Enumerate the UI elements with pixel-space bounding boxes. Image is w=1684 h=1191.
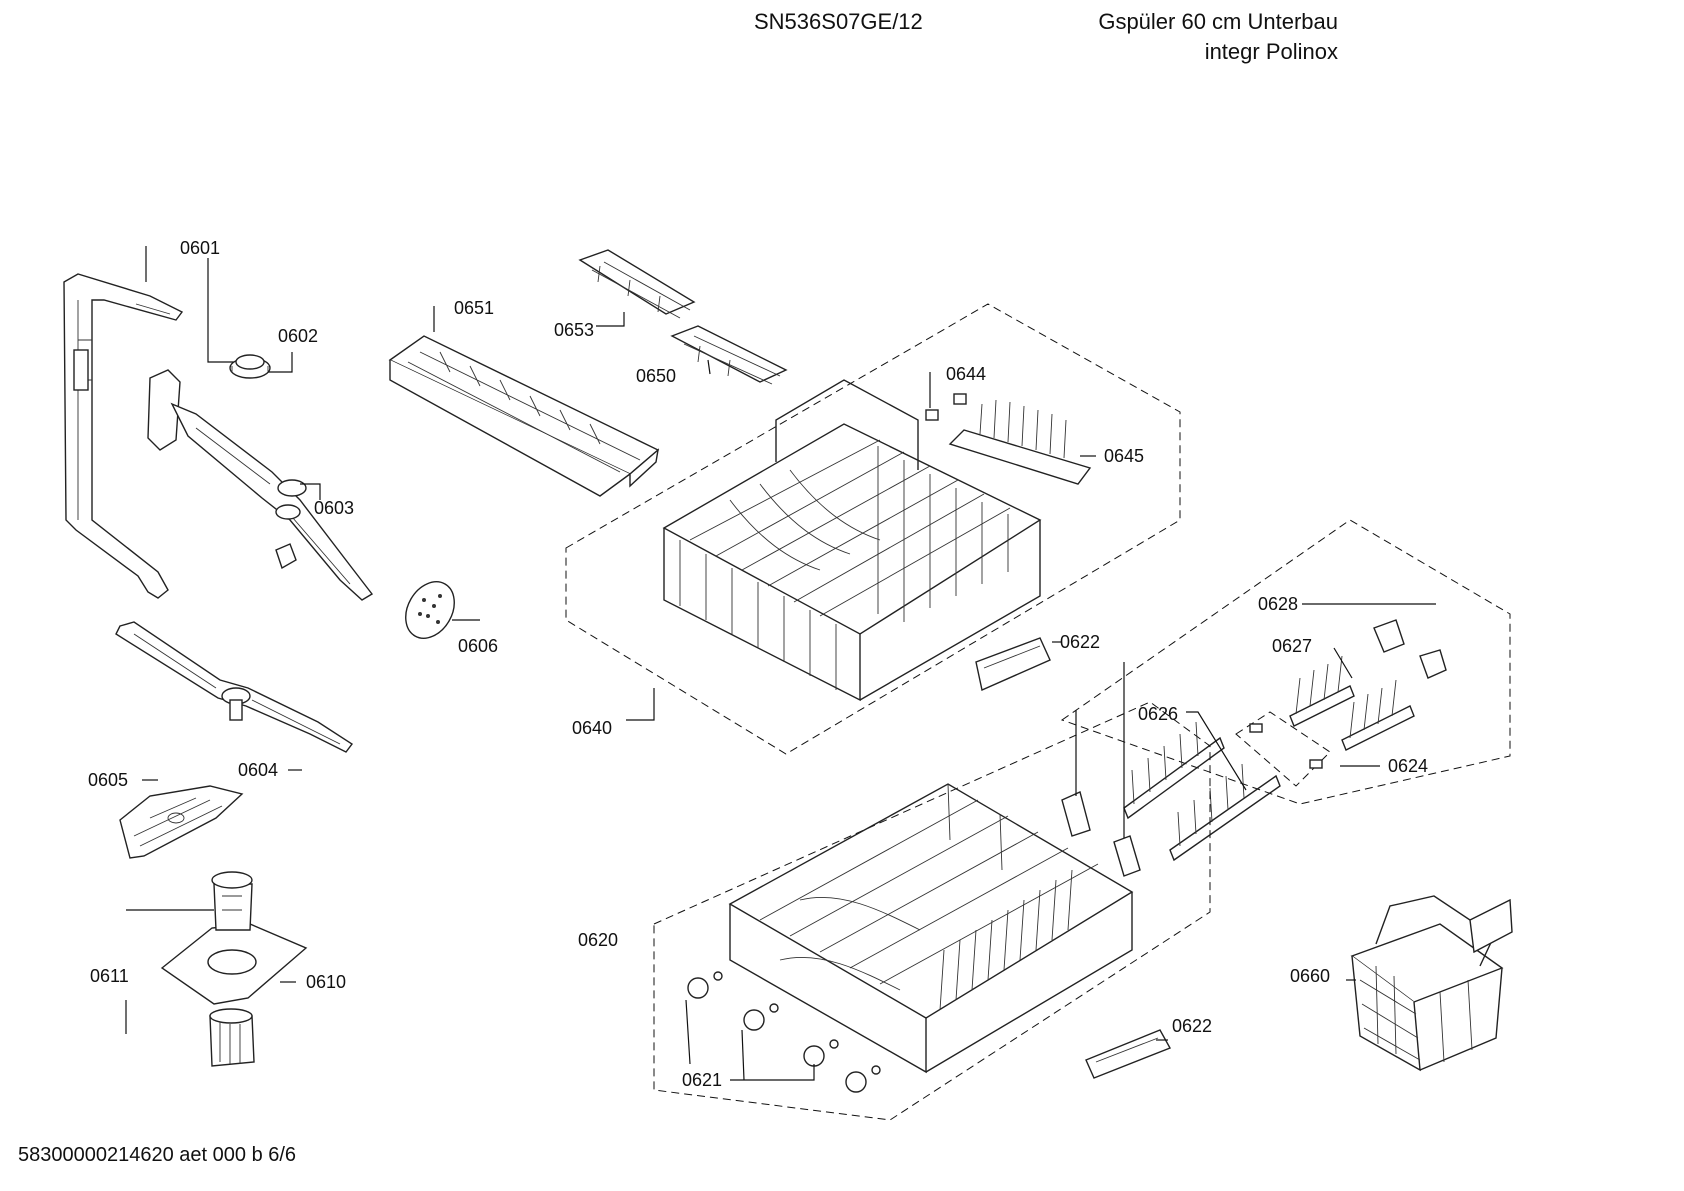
part-0602-nut <box>229 354 271 379</box>
leader-0653 <box>596 312 625 327</box>
leader-0640 <box>626 688 655 721</box>
label-0621: 0621 <box>682 1070 722 1090</box>
leader-0621c <box>741 1029 745 1081</box>
label-0653: 0653 <box>554 320 594 340</box>
part-0626-plate-racks <box>1123 721 1281 862</box>
group-0620-outline <box>653 701 1211 1121</box>
part-0605-cover <box>119 785 244 859</box>
part-0622-upper-handle <box>975 637 1051 691</box>
label-0610: 0610 <box>306 972 346 992</box>
part-0653-rack-insert <box>578 249 696 319</box>
leader-0627 <box>1333 647 1353 679</box>
label-0601: 0601 <box>180 238 220 258</box>
leader-0602 <box>207 258 236 363</box>
label-0651: 0651 <box>454 298 494 318</box>
part-0620-lower-basket <box>728 783 1134 1074</box>
label-0624: 0624 <box>1388 756 1428 776</box>
leader-0603 <box>300 483 321 500</box>
leader-0650 <box>707 359 711 375</box>
part-0622-lower-handle <box>1085 1029 1171 1079</box>
leader-0621a <box>685 999 691 1065</box>
label-0620: 0620 <box>578 930 618 950</box>
label-0622-lower: 0622 <box>1172 1016 1212 1036</box>
leader-0602b <box>268 352 293 373</box>
part-0621-wheels <box>687 971 881 1093</box>
label-0611: 0611 <box>90 966 129 986</box>
group-0640-outline <box>565 303 1181 755</box>
document-code: 58300000214620 aet 000 b 6/6 <box>18 1144 297 1166</box>
part-0610-micro-filter <box>160 871 308 1005</box>
group-0628-outline <box>1060 519 1511 805</box>
label-0622-upper: 0622 <box>1060 632 1100 652</box>
part-0606-filter-disc <box>405 581 455 639</box>
product-description-line1: Gspüler 60 cm Unterbau <box>1098 9 1338 34</box>
part-0603-upper-spray-arm <box>147 369 374 601</box>
label-0604: 0604 <box>238 760 278 780</box>
label-0606: 0606 <box>458 636 498 656</box>
part-0645-folding-rack <box>948 399 1092 485</box>
part-guide-clips <box>1061 791 1141 877</box>
part-0650-rack-insert <box>670 325 788 385</box>
label-0602: 0602 <box>278 326 318 346</box>
part-0640-upper-basket <box>662 379 1042 702</box>
part-0660-cutlery-basket <box>1350 895 1513 1072</box>
label-0660: 0660 <box>1290 966 1330 986</box>
part-0651-cutlery-tray <box>388 335 660 497</box>
label-0627: 0627 <box>1272 636 1312 656</box>
leader-0621b <box>730 1064 815 1081</box>
label-0640: 0640 <box>572 718 612 738</box>
part-0611-fine-filter <box>209 1008 255 1067</box>
label-0645: 0645 <box>1104 446 1144 466</box>
part-0644-clip <box>925 393 967 421</box>
label-0603: 0603 <box>314 498 354 518</box>
label-0628: 0628 <box>1258 594 1298 614</box>
model-number: SN536S07GE/12 <box>754 9 923 34</box>
part-0604-lower-spray-arm <box>115 621 354 753</box>
part-0601-supply-pipe <box>63 273 184 599</box>
product-description-line2: integr Polinox <box>1204 39 1338 64</box>
leader-0626 <box>1186 711 1247 791</box>
part-0624-holders <box>1235 711 1331 787</box>
label-0605: 0605 <box>88 770 128 790</box>
label-0644: 0644 <box>946 364 986 384</box>
label-0650: 0650 <box>636 366 676 386</box>
part-0627-fold-racks <box>1289 619 1447 751</box>
label-0626: 0626 <box>1138 704 1178 724</box>
